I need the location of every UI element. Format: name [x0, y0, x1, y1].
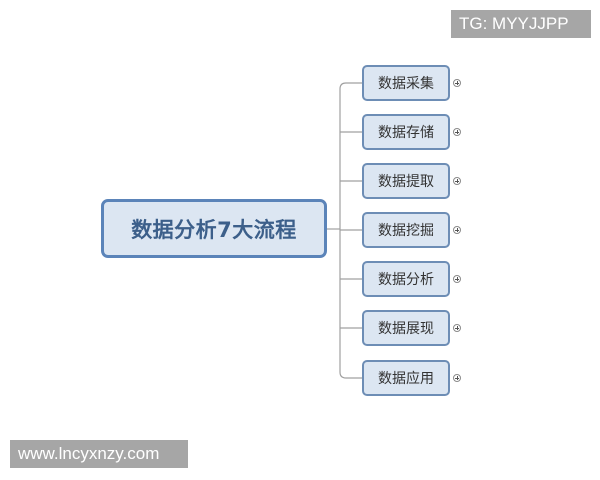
- subtopic-data-presentation[interactable]: 数据展现: [362, 310, 450, 346]
- expand-plus-icon[interactable]: [453, 128, 461, 136]
- subtopic-label: 数据提取: [378, 174, 434, 190]
- subtopic-label: 数据存储: [378, 125, 434, 141]
- subtopic-data-analysis[interactable]: 数据分析: [362, 261, 450, 297]
- expand-plus-icon[interactable]: [453, 177, 461, 185]
- subtopic-data-extraction[interactable]: 数据提取: [362, 163, 450, 199]
- subtopic-data-collection[interactable]: 数据采集: [362, 65, 450, 101]
- expand-plus-icon[interactable]: [453, 79, 461, 87]
- subtopic-label: 数据采集: [378, 76, 434, 92]
- watermark-bottom-left: www.lncyxnzy.com: [10, 440, 188, 468]
- expand-plus-icon[interactable]: [453, 324, 461, 332]
- expand-plus-icon[interactable]: [453, 275, 461, 283]
- subtopic-data-application[interactable]: 数据应用: [362, 360, 450, 396]
- subtopic-label: 数据应用: [378, 371, 434, 387]
- root-topic-label: 数据分析7大流程: [131, 217, 297, 242]
- subtopic-label: 数据展现: [378, 321, 434, 337]
- subtopic-data-mining[interactable]: 数据挖掘: [362, 212, 450, 248]
- subtopic-label: 数据挖掘: [378, 223, 434, 239]
- expand-plus-icon[interactable]: [453, 226, 461, 234]
- subtopic-label: 数据分析: [378, 272, 434, 288]
- subtopic-data-storage[interactable]: 数据存储: [362, 114, 450, 150]
- watermark-top-right: TG: MYYJJPP: [451, 10, 591, 38]
- root-topic[interactable]: 数据分析7大流程: [101, 199, 327, 258]
- expand-plus-icon[interactable]: [453, 374, 461, 382]
